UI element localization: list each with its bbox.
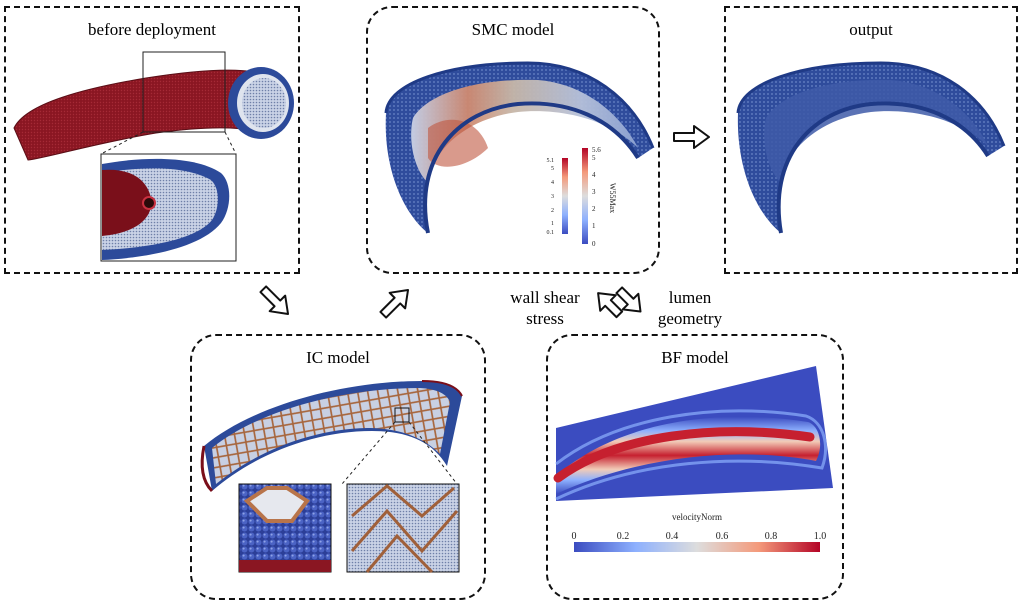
panel-before-deployment: before deployment (4, 6, 300, 274)
arrow-right-icon (673, 125, 710, 149)
arrow-up-right-icon (379, 288, 410, 319)
bf-colorbar (574, 542, 820, 552)
bf-colorbar-label: velocityNorm (672, 512, 722, 522)
panel-output: output (724, 6, 1018, 274)
wall-shear-stress-label: wall shear stress (510, 288, 580, 328)
panel-ic-model: IC model (190, 334, 486, 600)
cb-small-tick: 0.1 (547, 230, 555, 236)
bf-colorbar-tick: 0.6 (716, 531, 729, 542)
arrow-down-right-icon (259, 285, 290, 316)
cb-large-tick: 3 (592, 188, 596, 196)
output-vessel-figure (736, 61, 1006, 234)
cb-small-tick: 1 (551, 221, 554, 227)
vessel-before-deployment-figure (13, 51, 294, 262)
cb-large-tick: 1 (592, 222, 596, 230)
bf-flow-figure: velocityNorm 0 0.2 0.4 0.6 0.8 1.0 (553, 366, 833, 552)
panel-title: IC model (306, 348, 370, 367)
ic-inset-stent (346, 483, 460, 574)
cb-large-tick: 5.6 (592, 146, 601, 154)
panel-title: SMC model (471, 20, 555, 39)
cb-small-tick: 3 (551, 194, 554, 200)
cb-large-tick: 2 (592, 205, 596, 213)
ic-inset-section (238, 483, 332, 573)
smc-colorbar-label: W55Max (608, 183, 617, 213)
smc-colorbar-small (562, 158, 568, 234)
cb-large-tick: 5 (592, 154, 596, 162)
panel-smc-model: SMC model 5.1 5 4 3 2 1 0.1 5.6 5 4 3 2 … (366, 6, 660, 274)
lumen-geometry-label: lumen geometry (657, 288, 723, 328)
ic-stent-figure (200, 380, 463, 574)
smc-vessel-figure: 5.1 5 4 3 2 1 0.1 5.6 5 4 3 2 1 0 W55Max (384, 61, 655, 248)
cb-small-tick: 4 (551, 180, 554, 186)
panel-title: output (849, 20, 893, 39)
panel-title: before deployment (88, 20, 216, 39)
cb-small-tick: 2 (551, 208, 554, 214)
double-arrow-icon (597, 286, 642, 319)
panel-bf-model: BF model velocityNorm 0 0.2 0.4 0.6 0.8 … (546, 334, 844, 600)
cb-small-tick: 5.1 (547, 158, 555, 164)
cb-large-tick: 4 (592, 171, 596, 179)
bf-colorbar-tick: 0 (572, 531, 577, 542)
bf-colorbar-tick: 0.2 (617, 531, 630, 542)
smc-colorbar-large (582, 148, 588, 244)
cb-large-tick: 0 (592, 240, 596, 248)
bf-colorbar-tick: 0.4 (666, 531, 679, 542)
panel-title: BF model (661, 348, 729, 367)
bf-colorbar-tick: 1.0 (814, 531, 827, 542)
bf-colorbar-tick: 0.8 (765, 531, 778, 542)
cb-small-tick: 5 (551, 166, 554, 172)
